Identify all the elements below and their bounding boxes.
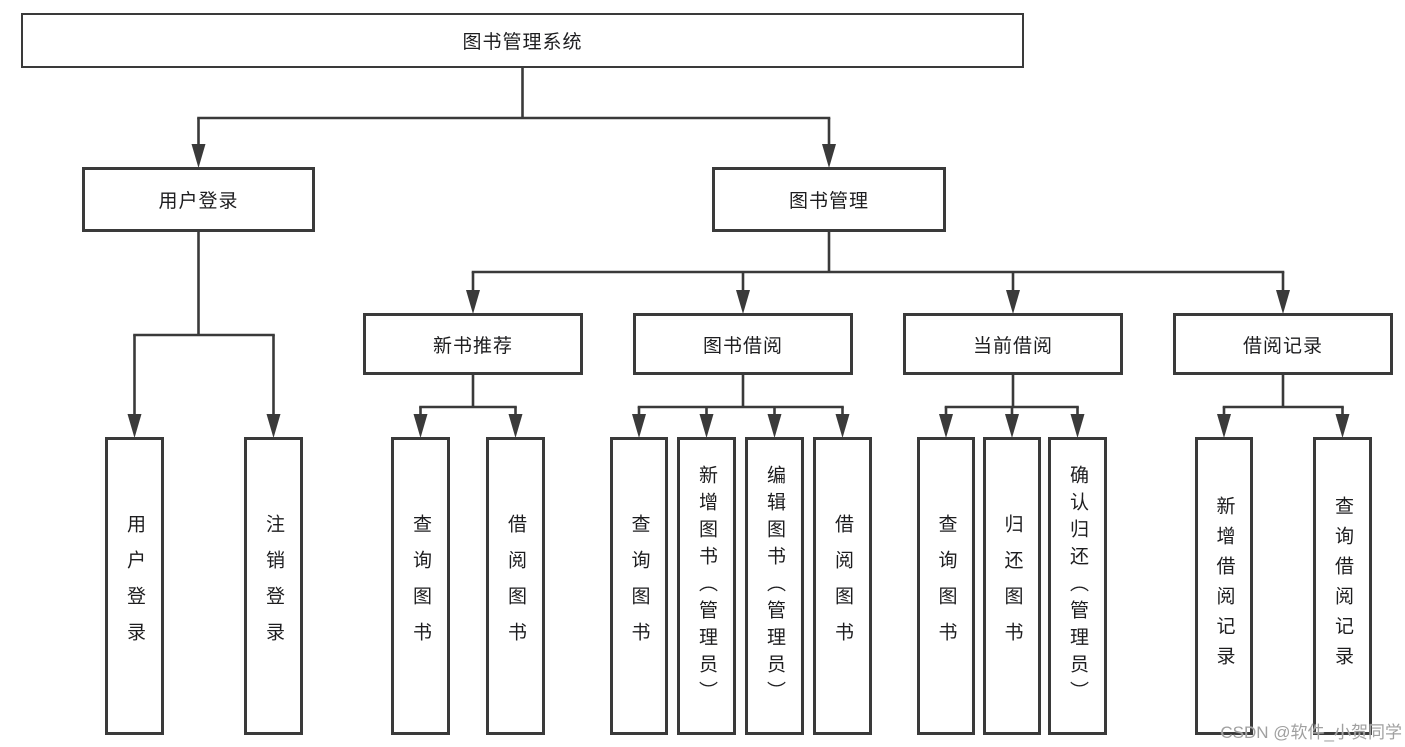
arrowhead-down-icon	[1070, 414, 1085, 438]
arrowhead-down-icon	[466, 290, 480, 314]
node-label: 用户登录	[124, 514, 145, 658]
node-label: 用户登录	[158, 191, 239, 212]
node-label: 新增借阅记录	[1213, 496, 1235, 676]
node-book-borrow: 图书借阅	[633, 313, 853, 375]
node-cb-query: 查询图书	[917, 437, 975, 735]
arrowhead-down-icon	[1006, 290, 1020, 314]
arrowhead-down-icon	[767, 414, 782, 438]
node-label: 查询图书	[935, 514, 957, 658]
node-label: 注销登录	[263, 514, 284, 658]
node-label: 编辑图书（管理员）	[764, 464, 785, 708]
arrowhead-down-icon	[413, 414, 428, 438]
node-bb-query: 查询图书	[610, 437, 668, 735]
arrowhead-down-icon	[127, 414, 142, 438]
node-label: 确认归还（管理员）	[1067, 464, 1088, 708]
node-label: 新书推荐	[432, 335, 513, 357]
arrowhead-down-icon	[266, 414, 281, 438]
node-label: 新增图书（管理员）	[696, 464, 717, 708]
node-borrow-records: 借阅记录	[1173, 313, 1393, 375]
node-logout: 注销登录	[244, 437, 303, 735]
node-new-book-rec: 新书推荐	[363, 313, 583, 375]
node-label: 借阅记录	[1242, 335, 1323, 357]
node-cb-confirm: 确认归还（管理员）	[1048, 437, 1107, 735]
arrowhead-down-icon	[939, 414, 953, 438]
arrowhead-down-icon	[1217, 414, 1231, 438]
arrowhead-down-icon	[1335, 414, 1350, 438]
node-br-query: 查询借阅记录	[1313, 437, 1372, 735]
arrowhead-down-icon	[1005, 414, 1019, 438]
node-label: 借阅图书	[505, 514, 526, 658]
node-label: 查询图书	[410, 514, 431, 658]
arrowhead-down-icon	[736, 290, 750, 314]
node-book-mgmt: 图书管理	[712, 167, 946, 232]
node-label: 查询图书	[628, 514, 650, 658]
node-label: 借阅图书	[832, 514, 853, 658]
arrowhead-down-icon	[699, 414, 714, 438]
node-login: 用户登录	[105, 437, 164, 735]
arrowhead-down-icon	[632, 414, 646, 438]
node-label: 图书管理	[788, 191, 869, 212]
node-label: 查询借阅记录	[1332, 496, 1353, 676]
node-current-borrow: 当前借阅	[903, 313, 1123, 375]
watermark: CSDN @软件_小贺同学	[1220, 723, 1402, 742]
node-bb-edit: 编辑图书（管理员）	[745, 437, 804, 735]
node-label: 归还图书	[1001, 514, 1023, 658]
arrowhead-down-icon	[191, 144, 206, 168]
node-cb-return: 归还图书	[983, 437, 1041, 735]
node-root: 图书管理系统	[21, 13, 1024, 68]
node-label: 图书管理系统	[462, 32, 583, 53]
node-bb-add: 新增图书（管理员）	[677, 437, 736, 735]
arrowhead-down-icon	[835, 414, 850, 438]
arrowhead-down-icon	[1276, 290, 1290, 314]
node-bb-borrow: 借阅图书	[813, 437, 872, 735]
node-br-add: 新增借阅记录	[1195, 437, 1253, 735]
node-nb-borrow: 借阅图书	[486, 437, 545, 735]
node-user-login: 用户登录	[82, 167, 315, 232]
node-nb-query: 查询图书	[391, 437, 450, 735]
node-label: 当前借阅	[972, 335, 1053, 357]
arrowhead-down-icon	[508, 414, 523, 438]
arrowhead-down-icon	[822, 144, 836, 168]
node-label: 图书借阅	[702, 335, 783, 357]
